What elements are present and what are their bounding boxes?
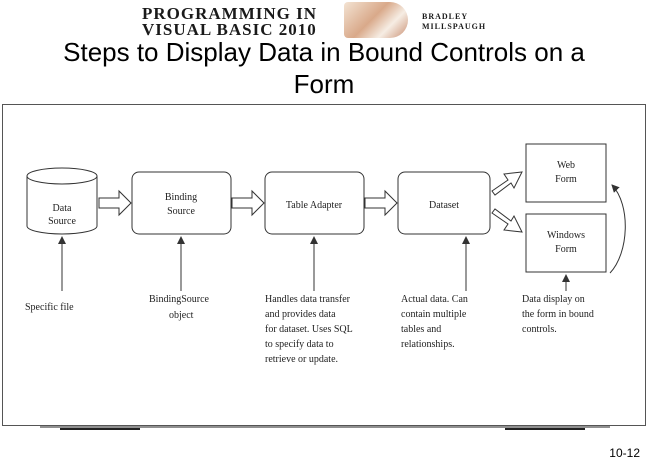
dataset-label: Dataset (429, 200, 459, 211)
data-binding-diagram: Data Source Binding Source Table Adapter… (25, 143, 626, 365)
note-dataset-line-2: contain multiple (401, 309, 467, 320)
flow-arrow-source-to-binding (98, 189, 132, 217)
binding-source-label-2: Source (167, 206, 195, 217)
footer-divider (40, 426, 610, 430)
note-data-source: Specific file (25, 302, 74, 313)
data-source-label-1: Data (53, 203, 72, 214)
note-forms: Data display on the form in bound contro… (522, 294, 594, 335)
note-table-adapter-line-3: for dataset. Uses SQL (265, 324, 353, 335)
banner-author-first: BRADLEY (422, 12, 469, 21)
slide-title-line1: Steps to Display Data in Bound Controls … (63, 37, 585, 67)
banner-title-line1: PROGRAMMING IN (142, 4, 318, 23)
table-adapter-label: Table Adapter (286, 200, 343, 211)
note-dataset: Actual data. Can contain multiple tables… (401, 294, 468, 350)
windows-form-label-1: Windows (547, 230, 585, 241)
note-binding-source: BindingSource object (149, 294, 210, 321)
note-dataset-line-4: relationships. (401, 339, 455, 350)
windows-form-label-2: Form (555, 244, 577, 255)
node-dataset: Dataset (397, 171, 491, 235)
note-table-adapter-line-4: to specify data to (265, 339, 334, 350)
slide-title: Steps to Display Data in Bound Controls … (20, 36, 628, 100)
book-banner: PROGRAMMING IN VISUAL BASIC 2010 BRADLEY… (138, 2, 518, 39)
note-forms-line-1: Data display on (522, 294, 585, 305)
feedback-arrow-forms (609, 184, 626, 274)
note-forms-line-3: controls. (522, 324, 557, 335)
web-form-label-2: Form (555, 174, 577, 185)
note-dataset-line-1: Actual data. Can (401, 294, 468, 305)
banner-artwork (344, 2, 408, 38)
flow-arrow-binding-to-adapter (231, 189, 265, 217)
binding-source-label-1: Binding (165, 192, 197, 203)
banner-title-line2: VISUAL BASIC 2010 (142, 20, 317, 39)
node-windows-form: Windows Form (525, 213, 607, 273)
banner-author-last: MILLSPAUGH (422, 22, 487, 31)
flow-arrow-dataset-to-web (491, 171, 523, 196)
note-table-adapter-line-5: retrieve or update. (265, 354, 338, 365)
note-table-adapter: Handles data transfer and provides data … (265, 294, 353, 365)
web-form-label-1: Web (557, 160, 575, 171)
note-binding-source-line-2: object (169, 310, 194, 321)
slide-page-number: 10-12 (609, 446, 640, 460)
note-table-adapter-line-1: Handles data transfer (265, 294, 351, 305)
data-source-label-2: Source (48, 216, 76, 227)
note-binding-source-line-1: BindingSource (149, 294, 210, 305)
node-web-form: Web Form (525, 143, 607, 203)
node-data-source: Data Source (26, 167, 98, 235)
flow-arrow-adapter-to-dataset (364, 189, 398, 217)
diagram-frame: Data Source Binding Source Table Adapter… (2, 104, 646, 426)
note-table-adapter-line-2: and provides data (265, 309, 336, 320)
note-forms-line-2: the form in bound (522, 309, 594, 320)
node-table-adapter: Table Adapter (264, 171, 365, 235)
slide-title-line2: Form (293, 69, 355, 99)
flow-arrow-dataset-to-windows (491, 208, 523, 233)
node-binding-source: Binding Source (131, 171, 232, 235)
note-dataset-line-3: tables and (401, 324, 441, 335)
note-data-source-line: Specific file (25, 302, 74, 313)
